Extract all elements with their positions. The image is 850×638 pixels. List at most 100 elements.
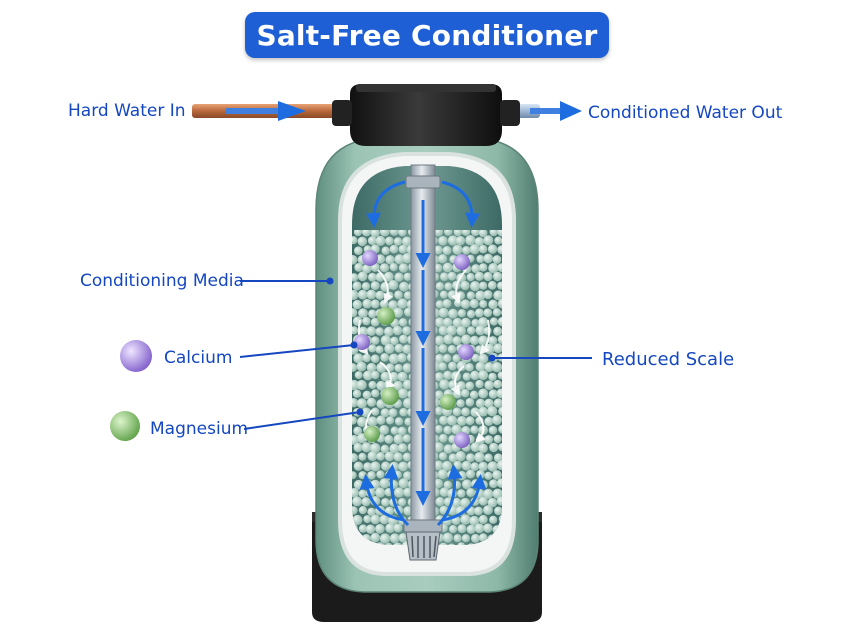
media-bead [469,390,479,399]
media-bead [403,291,413,300]
media-bead [457,489,466,498]
media-bead [379,533,391,544]
media-bead [434,425,443,434]
media-bead [356,361,367,372]
media-bead [389,533,400,544]
media-bead [352,273,359,282]
media-bead [389,443,400,454]
media-bead [356,379,367,391]
media-bead [352,488,360,498]
media-bead [353,426,363,436]
media-bead [352,308,358,318]
media-bead [491,362,502,373]
media-bead [453,230,463,237]
media-bead [496,496,502,506]
media-bead [456,360,467,372]
media-bead [492,308,502,317]
media-bead [487,406,498,417]
media-bead [496,478,502,488]
media-bead [385,236,394,246]
label-calcium: Calcium [164,348,233,368]
media-bead [379,425,389,435]
media-bead [362,298,373,309]
media-bead [393,237,403,246]
media-bead [442,532,453,543]
media-bead [456,326,467,336]
media-bead [466,453,475,462]
media-bead [358,506,367,515]
media-bead [352,435,360,445]
media-bead [488,299,498,310]
media-bead [492,255,502,264]
media-bead [474,237,485,247]
media-bead [449,525,458,534]
media-bead [488,425,498,435]
media-bead [444,282,453,291]
media-bead [470,462,480,471]
media-bead [438,452,448,461]
media-bead [474,308,484,318]
media-bead [488,389,498,399]
media-bead [466,273,475,282]
media-bead [475,325,486,336]
media-bead [470,281,481,292]
media-bead [434,390,444,400]
media-bead [398,318,408,327]
media-bead [484,435,494,444]
media-bead [371,407,380,416]
media-bead [465,397,475,407]
media-bead [358,308,368,319]
media-bead [465,363,474,372]
media-bead [497,230,502,237]
media-bead [370,443,381,454]
media-bead [368,380,377,389]
media-bead [399,281,409,292]
media-bead [352,363,358,372]
media-bead [493,379,502,389]
media-bead [352,326,359,335]
media-bead [390,426,399,435]
media-bead [452,407,462,417]
media-bead [403,506,413,516]
media-bead [439,487,450,497]
media-bead [394,343,404,353]
media-bead [461,407,470,417]
media-bead [375,524,385,534]
media-bead [376,452,385,461]
media-bead [443,334,454,345]
media-bead [376,380,387,391]
media-bead [398,498,407,507]
media-bead [363,370,373,381]
media-bead [352,316,363,327]
media-bead [399,408,408,417]
media-bead [354,246,363,255]
media-bead [399,334,408,344]
media-bead [455,236,466,246]
media-bead [390,336,399,346]
media-bead [383,271,394,282]
media-bead [357,416,368,427]
media-bead [452,336,462,346]
media-bead [433,478,443,489]
media-bead [471,230,480,237]
media-bead [370,336,380,345]
media-bead [469,244,480,255]
media-bead [496,388,502,399]
media-bead [478,230,488,238]
media-bead [476,469,485,479]
media-bead [442,354,452,363]
media-bead [363,515,372,524]
media-bead [478,514,488,524]
media-bead [470,425,479,434]
media-bead [439,379,450,390]
media-bead [497,281,502,290]
media-bead [397,443,408,453]
media-bead [397,388,409,399]
media-bead [352,254,358,265]
media-bead [394,417,404,426]
media-bead [393,452,403,462]
media-bead [352,398,359,408]
media-bead [380,371,391,382]
media-bead [478,461,488,472]
media-bead [465,235,476,246]
